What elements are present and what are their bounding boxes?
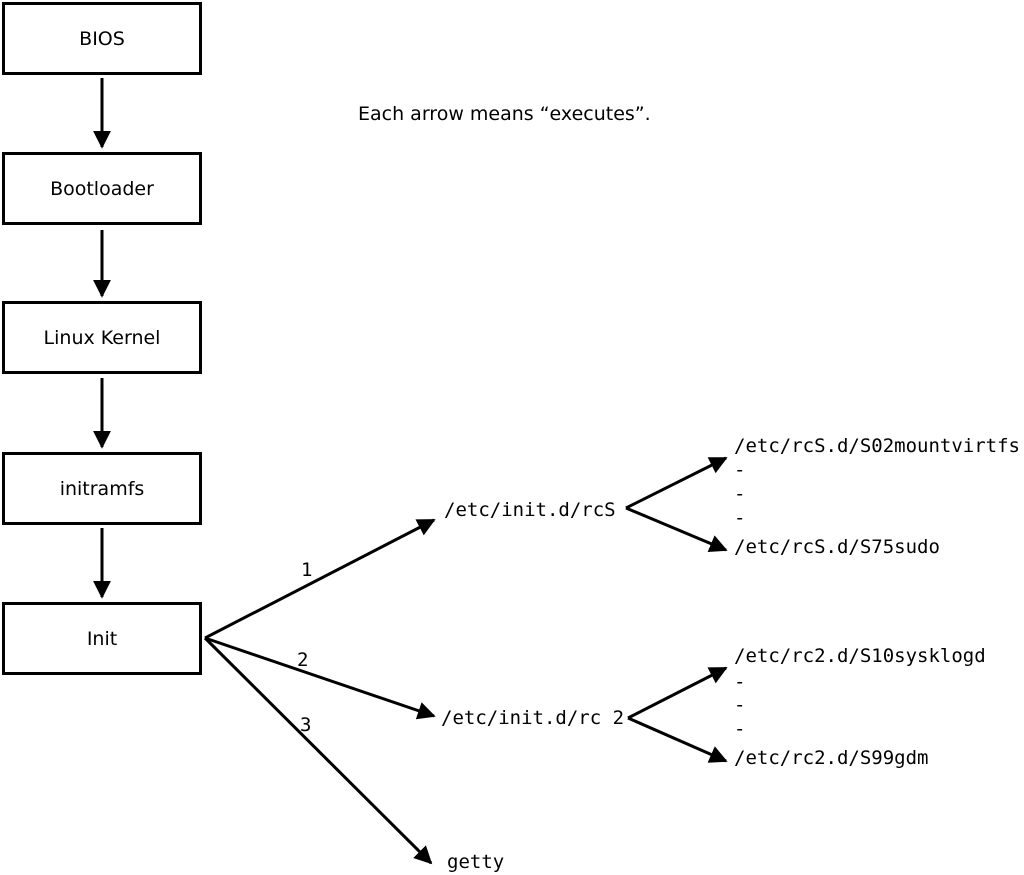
branch-number-2: 2 <box>297 649 309 671</box>
label-rcS-script: /etc/init.d/rcS <box>444 499 616 521</box>
box-initramfs-label: initramfs <box>59 477 145 500</box>
rcS-ellipsis-dash: - <box>734 459 746 481</box>
rcS-ellipsis-dash: - <box>734 483 746 505</box>
arrow-rcS-to-first-script <box>625 456 728 510</box>
box-linux-kernel: Linux Kernel <box>2 301 202 374</box>
rc2-ellipsis-dash: - <box>734 718 746 740</box>
arrow-rcS-to-last-script <box>625 506 728 553</box>
label-getty: getty <box>447 851 505 873</box>
arrow-rc2-to-last-script <box>627 716 728 763</box>
rcS-ellipsis-dash: - <box>734 507 746 529</box>
label-rc2-script: /etc/init.d/rc 2 <box>441 707 625 729</box>
label-rcS-first-script: /etc/rcS.d/S02mountvirtfs <box>734 435 1020 457</box>
box-bios: BIOS <box>2 2 202 75</box>
label-rc2-first-script: /etc/rc2.d/S10sysklogd <box>734 645 986 667</box>
diagram-caption: Each arrow means “executes”. <box>358 103 651 125</box>
box-init: Init <box>2 602 202 675</box>
branch-number-1: 1 <box>301 559 313 581</box>
box-bootloader-label: Bootloader <box>50 177 154 200</box>
label-rcS-last-script: /etc/rcS.d/S75sudo <box>734 536 940 558</box>
branch-number-3: 3 <box>300 714 312 736</box>
box-bootloader: Bootloader <box>2 152 202 225</box>
box-linux-kernel-label: Linux Kernel <box>43 326 161 349</box>
box-bios-label: BIOS <box>79 27 125 50</box>
arrow-init-to-rcS <box>204 518 436 640</box>
rc2-ellipsis-dash: - <box>734 694 746 716</box>
box-init-label: Init <box>86 627 118 650</box>
arrow-init-to-rc2 <box>204 636 436 720</box>
rc2-ellipsis-dash: - <box>734 671 746 693</box>
box-initramfs: initramfs <box>2 452 202 525</box>
arrow-init-to-getty <box>203 636 433 865</box>
arrow-rc2-to-first-script <box>627 666 728 720</box>
label-rc2-last-script: /etc/rc2.d/S99gdm <box>734 747 929 769</box>
